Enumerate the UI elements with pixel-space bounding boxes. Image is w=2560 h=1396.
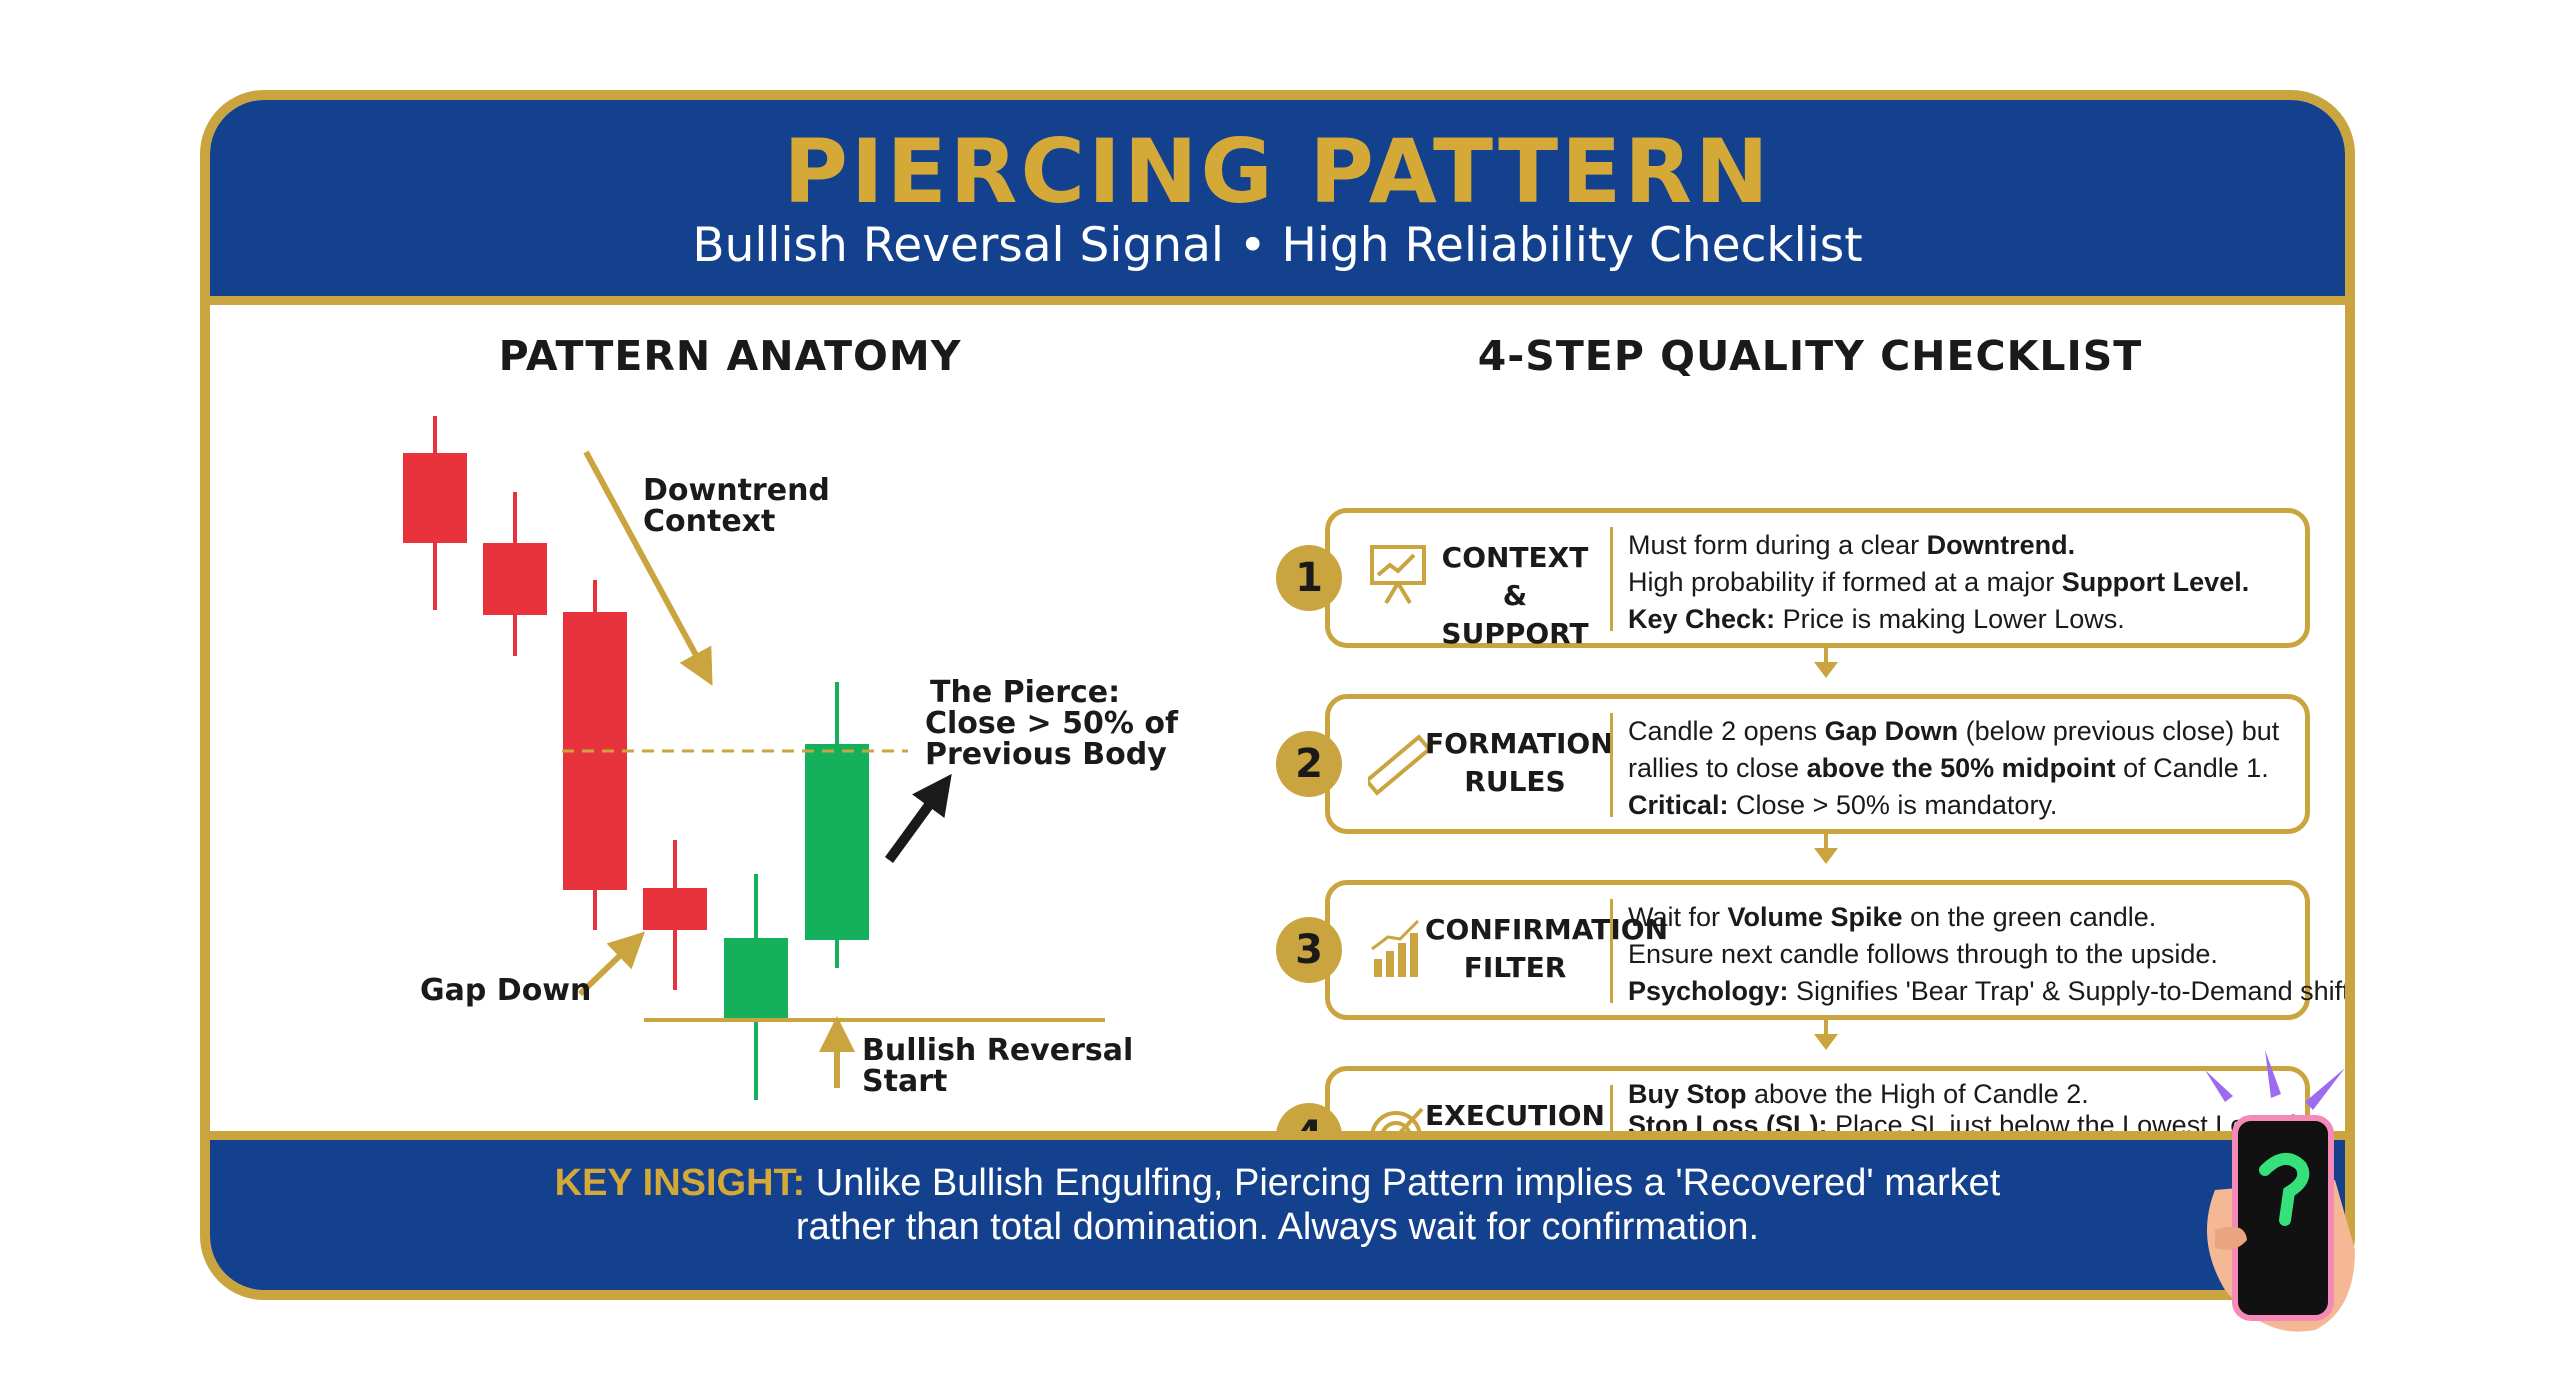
volume-bars-icon [1368, 913, 1434, 993]
bold-text: Gap Down [1824, 716, 1959, 746]
downtrend-label-1: Downtrend [643, 473, 830, 508]
pierce-label-2: Close > 50% of [925, 706, 1179, 741]
bold-text: Psychology: [1628, 976, 1789, 1006]
text: above the High of Candle 2. [1746, 1079, 2089, 1109]
step-description-line: Wait for Volume Spike on the green candl… [1628, 899, 2291, 936]
connector-line [1824, 648, 1828, 664]
text: Signifies 'Bear Trap' & Supply-to-Demand… [1788, 976, 2355, 1006]
text: Must form during a clear [1628, 530, 1927, 560]
candle-5-body [724, 938, 788, 1018]
bold-text: Key Check: [1628, 604, 1776, 634]
page-subtitle: Bullish Reversal Signal • High Reliabili… [692, 218, 1863, 273]
pierce-label-3: Previous Body [925, 737, 1167, 772]
bold-text: Buy Stop [1628, 1079, 1747, 1109]
step-description-line: Ensure next candle follows through to th… [1628, 936, 2291, 973]
pierce-arrow [884, 773, 952, 863]
gap-down-label: Gap Down [420, 973, 591, 1008]
step-description: Candle 2 opens Gap Down (below previous … [1628, 713, 2291, 824]
text: High probability if formed at a major [1628, 567, 2062, 597]
anatomy-title: PATTERN ANATOMY [498, 332, 962, 380]
pierce-label-1: The Pierce: [930, 675, 1120, 710]
step-number-badge: 2 [1276, 731, 1342, 797]
text: rallies to close [1628, 753, 1807, 783]
candle-4-body [643, 888, 707, 930]
step-description-line: Key Check: Price is making Lower Lows. [1628, 601, 2291, 638]
step-card-3: CONFIRMATION FILTER Wait for Volume Spike … [1325, 880, 2345, 1020]
candle-2-body [483, 543, 547, 615]
footer-text-1: Unlike Bullish Engulfing, Piercing Patte… [805, 1162, 2001, 1204]
candle-6-body [805, 744, 869, 940]
step-description-line: Candle 2 opens Gap Down (below previous … [1628, 713, 2291, 750]
text: Candle 2 opens [1628, 716, 1825, 746]
candle-1-body [403, 453, 467, 543]
step-card-1: CONTEXT & SUPPORT Must form during a clear… [1325, 508, 2310, 650]
step-description-line: Psychology: Signifies 'Bear Trap' & Supp… [1628, 973, 2345, 1010]
text: Close > 50% is mandatory. [1728, 790, 2058, 820]
step-description-line: Buy Stop above the High of Candle 2. [1628, 1079, 2291, 1110]
step-label-line: FORMATION [1425, 727, 1614, 760]
text: on the green candle. [1902, 902, 2157, 932]
step-number-badge: 3 [1276, 917, 1342, 983]
ruler-icon [1363, 727, 1434, 807]
spark-left-icon [2205, 1070, 2233, 1102]
connector-arrow-icon [1814, 662, 1838, 678]
text: Wait for [1628, 902, 1728, 932]
spark-right-icon [2305, 1068, 2345, 1110]
connector-line [1824, 1020, 1828, 1036]
bold-text: Critical: [1628, 790, 1729, 820]
step-description: Wait for Volume Spike on the green candl… [1628, 899, 2345, 1010]
text: of Candle 1. [2115, 753, 2269, 783]
step-label-line: CONTEXT & [1441, 541, 1589, 612]
step-number-badge: 1 [1276, 545, 1342, 611]
spark-mid-icon [2265, 1050, 2281, 1098]
downtrend-label-2: Context [643, 504, 775, 539]
app-logo-icon [2259, 1153, 2310, 1226]
presentation-chart-icon [1368, 541, 1434, 621]
step-divider [1610, 899, 1613, 1003]
step-label-line: CONFIRMATION [1425, 913, 1669, 946]
connector-line [1824, 834, 1828, 850]
header-banner: PIERCING PATTERN Bullish Reversal Signal… [210, 100, 2345, 305]
step-divider [1610, 527, 1613, 631]
step-label-line: FILTER [1463, 951, 1567, 984]
downtrend-arrow [583, 450, 713, 686]
checklist-title: 4-STEP QUALITY CHECKLIST [1477, 332, 2143, 380]
bold-text: Downtrend. [1926, 530, 2076, 560]
bold-text: above the 50% midpoint [1806, 753, 2116, 783]
step-label-line: SUPPORT [1441, 617, 1589, 650]
phone-in-hand-illustration [2205, 1050, 2355, 1332]
bold-text: Volume Spike [1727, 902, 1903, 932]
text: (below previous close) but [1958, 716, 2280, 746]
text: Ensure next candle follows through to th… [1628, 939, 2218, 969]
bullish-label-1: Bullish Reversal [862, 1033, 1133, 1068]
step-label: FORMATION RULES [1425, 725, 1614, 801]
bullish-label-2: Start [862, 1064, 947, 1099]
footer-line-1: KEY INSIGHT: Unlike Bullish Engulfing, P… [210, 1162, 2345, 1205]
connector-arrow-icon [1814, 848, 1838, 864]
step-description: Must form during a clear Downtrend.High … [1628, 527, 2291, 638]
step-divider [1610, 713, 1613, 817]
gap-down-arrow [577, 931, 645, 997]
step-description-line: Must form during a clear Downtrend. [1628, 527, 2291, 564]
step-description-line: Critical: Close > 50% is mandatory. [1628, 787, 2291, 824]
step-card-2: FORMATION RULES Candle 2 opens Gap Down (b… [1325, 694, 2310, 834]
pattern-anatomy-diagram: Downtrend Context The Pierce: Close > 50… [403, 416, 1179, 1100]
key-insight-banner: KEY INSIGHT: Unlike Bullish Engulfing, P… [210, 1131, 2345, 1290]
bold-text: Support Level. [2061, 567, 2250, 597]
key-insight-label: KEY INSIGHT: [554, 1162, 806, 1204]
footer-line-2: rather than total domination. Always wai… [795, 1206, 1760, 1248]
step-label-line: RULES [1464, 765, 1566, 798]
text: Price is making Lower Lows. [1775, 604, 2125, 634]
infographic-frame: PIERCING PATTERN Bullish Reversal Signal… [200, 90, 2355, 1300]
step-label: CONFIRMATION FILTER [1425, 911, 1669, 987]
step-label: CONTEXT & SUPPORT [1425, 539, 1605, 653]
page-title: PIERCING PATTERN [783, 120, 1772, 223]
step-description-line: High probability if formed at a major Su… [1628, 564, 2291, 601]
step-description-line: rallies to close above the 50% midpoint … [1628, 750, 2291, 787]
connector-arrow-icon [1814, 1034, 1838, 1050]
